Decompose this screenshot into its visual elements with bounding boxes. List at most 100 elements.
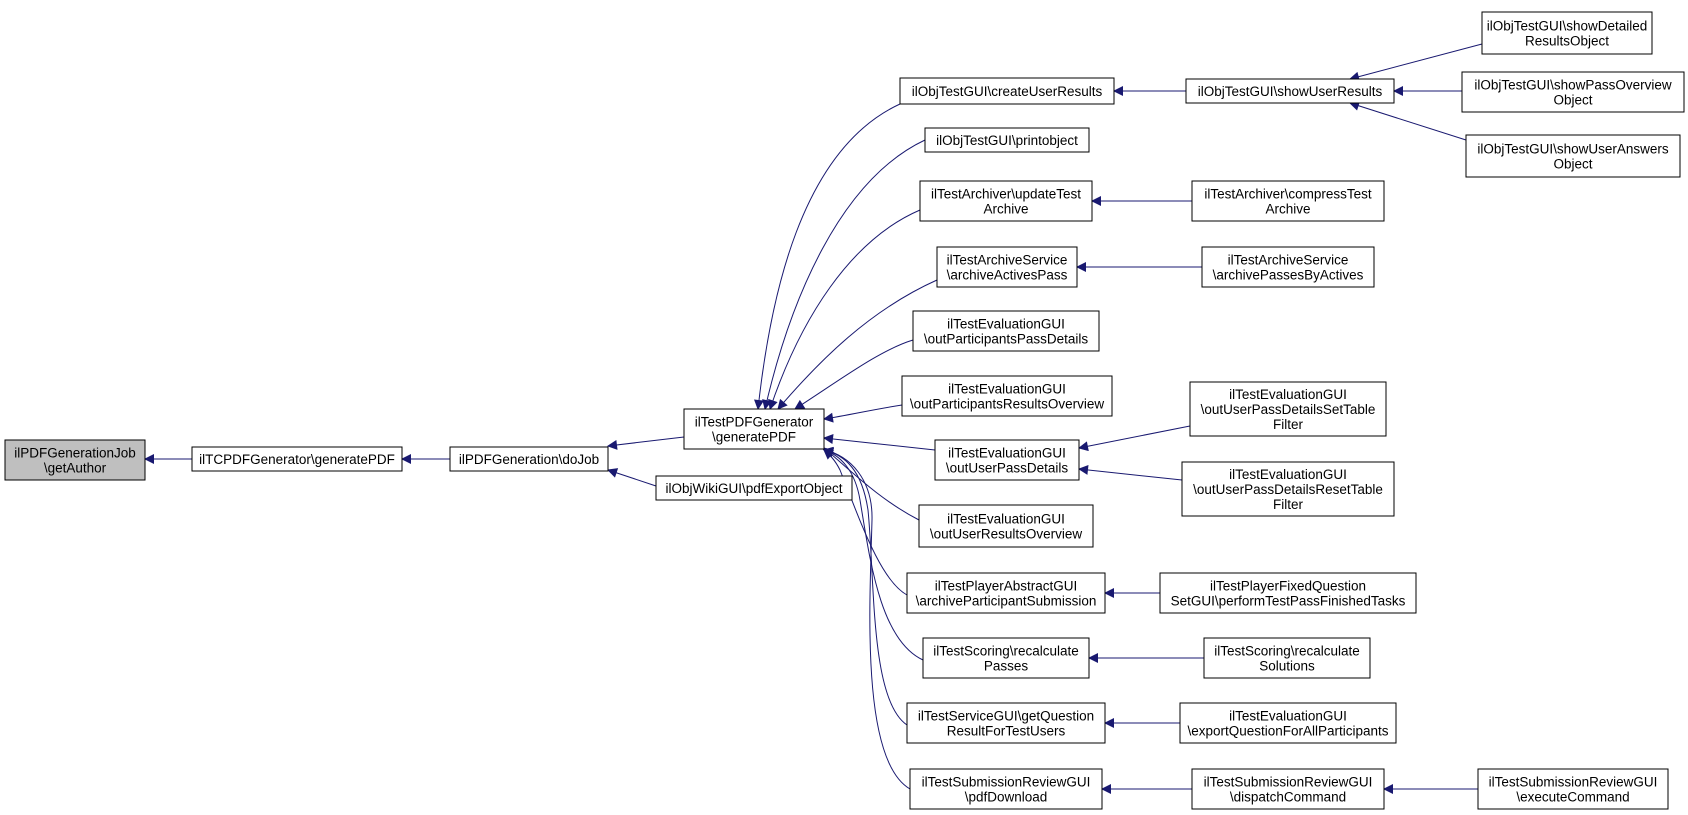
node-label-line: \archiveParticipantSubmission bbox=[916, 594, 1097, 609]
node-label-line: \pdfDownload bbox=[965, 790, 1048, 805]
node-label-line: ilTestEvaluationGUI bbox=[1229, 709, 1347, 724]
node-box bbox=[1191, 768, 1385, 810]
node-label-line: Filter bbox=[1273, 417, 1304, 432]
node-box bbox=[1461, 71, 1685, 113]
edge-n9-n3 bbox=[794, 339, 914, 410]
node-label-line: ilObjTestGUI\createUserResults bbox=[912, 84, 1103, 99]
graph-node-n3[interactable]: ilTestPDFGenerator\generatePDF bbox=[683, 408, 825, 450]
node-box bbox=[1481, 11, 1653, 55]
edge-n15-n3 bbox=[823, 447, 908, 726]
graph-node-n9[interactable]: ilTestEvaluationGUI\outParticipantsPassD… bbox=[912, 310, 1100, 352]
graph-node-n13[interactable]: ilTestPlayerAbstractGUI\archiveParticipa… bbox=[906, 572, 1106, 614]
graph-node-n15[interactable]: ilTestServiceGUI\getQuestionResultForTes… bbox=[906, 702, 1106, 744]
edge-n13-n3 bbox=[823, 449, 908, 596]
node-box bbox=[4, 439, 146, 481]
nodes-layer: ilPDFGenerationJob\getAuthor ilTCPDFGener… bbox=[4, 11, 1685, 810]
node-label-line: ilPDFGeneration\doJob bbox=[459, 452, 599, 467]
graph-node-n24[interactable]: ilTestEvaluationGUI\exportQuestionForAll… bbox=[1179, 702, 1397, 744]
graph-node-n22[interactable]: ilTestPlayerFixedQuestionSetGUI\performT… bbox=[1159, 572, 1417, 614]
node-box bbox=[1477, 768, 1669, 810]
node-label-line: SetGUI\performTestPassFinishedTasks bbox=[1171, 594, 1406, 609]
node-label-line: ilTestArchiver\updateTest bbox=[931, 187, 1081, 202]
graph-node-n0[interactable]: ilPDFGenerationJob\getAuthor bbox=[4, 439, 146, 481]
node-label-line: Object bbox=[1553, 93, 1592, 108]
node-label-line: \getAuthor bbox=[44, 461, 107, 476]
edge-n26-n17 bbox=[1349, 43, 1483, 82]
graph-node-n29[interactable]: ilTestSubmissionReviewGUI\executeCommand bbox=[1477, 768, 1669, 810]
node-label-line: Object bbox=[1553, 157, 1592, 172]
node-label-line: ilTestScoring\recalculate bbox=[1214, 644, 1360, 659]
node-label-line: ilTestArchiveService bbox=[947, 253, 1068, 268]
graph-node-n17[interactable]: ilObjTestGUI\showUserResults bbox=[1185, 78, 1395, 104]
edge-n8-n3 bbox=[777, 279, 938, 410]
edge-n21-n11 bbox=[1078, 464, 1183, 481]
node-label-line: ilTestSubmissionReviewGUI bbox=[922, 775, 1091, 790]
graph-node-n12[interactable]: ilTestEvaluationGUI\outUserResultsOvervi… bbox=[918, 504, 1094, 548]
graph-node-n19[interactable]: ilTestArchiveService\archivePassesByActi… bbox=[1201, 246, 1375, 288]
node-label-line: ilTestSubmissionReviewGUI bbox=[1489, 775, 1658, 790]
node-label-line: \outUserPassDetailsResetTable bbox=[1193, 482, 1383, 497]
node-label-line: ilTestScoring\recalculate bbox=[933, 644, 1079, 659]
graph-node-n10[interactable]: ilTestEvaluationGUI\outParticipantsResul… bbox=[901, 375, 1113, 417]
node-box bbox=[1201, 246, 1375, 288]
node-label-line: ilTestArchiveService bbox=[1228, 253, 1349, 268]
node-box bbox=[909, 768, 1103, 810]
edge-n6-n3 bbox=[762, 139, 926, 410]
node-label-line: Passes bbox=[984, 659, 1029, 674]
node-label-line: Archive bbox=[983, 202, 1028, 217]
graph-node-n4[interactable]: ilObjWikiGUI\pdfExportObject bbox=[655, 475, 853, 501]
node-box bbox=[924, 127, 1090, 153]
graph-node-n5[interactable]: ilObjTestGUI\createUserResults bbox=[899, 77, 1115, 105]
graph-node-n25[interactable]: ilTestSubmissionReviewGUI\dispatchComman… bbox=[1191, 768, 1385, 810]
edge-n28-n17 bbox=[1349, 100, 1467, 141]
graph-node-n6[interactable]: ilObjTestGUI\printobject bbox=[924, 127, 1090, 153]
node-label-line: ilTestEvaluationGUI bbox=[948, 382, 1066, 397]
edge-n11-n3 bbox=[823, 434, 936, 451]
node-label-line: ilTestEvaluationGUI bbox=[1229, 467, 1347, 482]
node-box bbox=[1189, 381, 1387, 437]
edge-n16-n3 bbox=[823, 446, 911, 790]
node-label-line: ilTestServiceGUI\getQuestion bbox=[918, 709, 1094, 724]
node-box bbox=[901, 375, 1113, 417]
node-box bbox=[683, 408, 825, 450]
node-label-line: ilObjTestGUI\showUserResults bbox=[1198, 84, 1383, 99]
graph-node-n21[interactable]: ilTestEvaluationGUI\outUserPassDetailsRe… bbox=[1181, 461, 1395, 517]
node-label-line: ilTestEvaluationGUI bbox=[947, 317, 1065, 332]
node-box bbox=[1159, 572, 1417, 614]
node-label-line: ilObjWikiGUI\pdfExportObject bbox=[665, 481, 842, 496]
node-box bbox=[906, 572, 1106, 614]
node-label-line: Solutions bbox=[1259, 659, 1315, 674]
node-box bbox=[1179, 702, 1397, 744]
node-label-line: ilTCPDFGenerator\generatePDF bbox=[199, 452, 395, 467]
edge-n4-n2 bbox=[607, 468, 657, 487]
graph-node-n11[interactable]: ilTestEvaluationGUI\outUserPassDetails bbox=[934, 439, 1080, 481]
node-label-line: ilTestPlayerAbstractGUI bbox=[935, 579, 1078, 594]
node-box bbox=[1181, 461, 1395, 517]
edge-n20-n11 bbox=[1078, 425, 1191, 452]
node-box bbox=[1185, 78, 1395, 104]
graph-node-n2[interactable]: ilPDFGeneration\doJob bbox=[449, 446, 609, 472]
node-label-line: \executeCommand bbox=[1516, 790, 1629, 805]
node-label-line: ilObjTestGUI\showPassOverview bbox=[1474, 78, 1672, 93]
edge-n14-n3 bbox=[823, 447, 924, 661]
graph-node-n20[interactable]: ilTestEvaluationGUI\outUserPassDetailsSe… bbox=[1189, 381, 1387, 437]
node-label-line: \archiveActivesPass bbox=[947, 268, 1068, 283]
node-box bbox=[912, 310, 1100, 352]
graph-node-n8[interactable]: ilTestArchiveService\archiveActivesPass bbox=[936, 246, 1078, 288]
node-label-line: \generatePDF bbox=[712, 430, 796, 445]
node-label-line: ilTestPlayerFixedQuestion bbox=[1210, 579, 1366, 594]
graph-node-n16[interactable]: ilTestSubmissionReviewGUI\pdfDownload bbox=[909, 768, 1103, 810]
node-label-line: ilTestEvaluationGUI bbox=[947, 512, 1065, 527]
graph-node-n1[interactable]: ilTCPDFGenerator\generatePDF bbox=[191, 446, 403, 472]
node-label-line: \outUserResultsOverview bbox=[930, 527, 1083, 542]
node-label-line: Filter bbox=[1273, 497, 1304, 512]
edge-n10-n3 bbox=[823, 404, 903, 423]
node-label-line: ilPDFGenerationJob bbox=[14, 446, 136, 461]
